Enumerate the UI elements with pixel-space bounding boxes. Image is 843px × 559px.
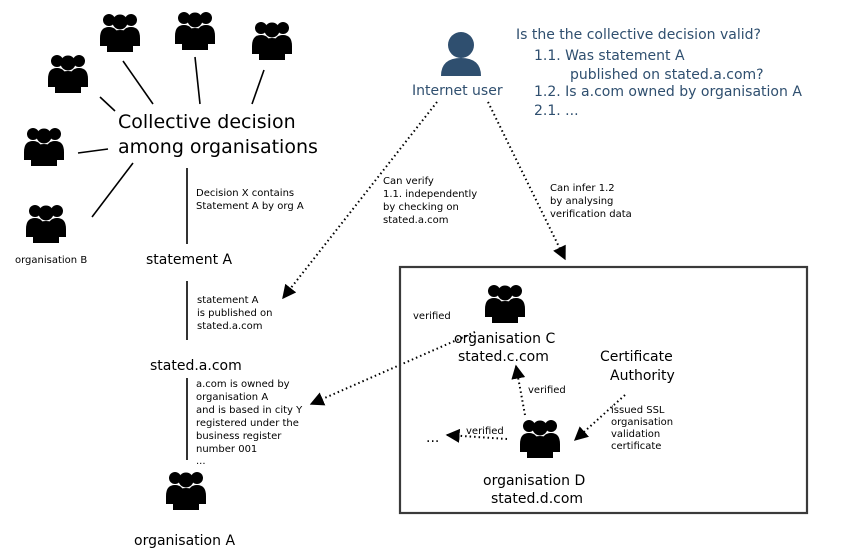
ca-note-line: validation	[611, 429, 660, 440]
question-line: 1.1. Was statement A	[534, 48, 685, 64]
infer-note-line: verification data	[550, 209, 632, 220]
organisation-b-icon	[26, 205, 66, 243]
collective-decision-title-line2: among organisations	[118, 136, 318, 158]
ca-note-line: organisation	[611, 417, 673, 428]
infer-note-line: by analysing	[550, 196, 613, 207]
connector-line	[251, 69, 265, 105]
verify-note-line: 1.1. independently	[383, 189, 477, 200]
published-note-line: is published on	[197, 308, 272, 319]
ownership-verify-arrow	[309, 331, 476, 406]
question-line: 1.2. Is a.com owned by organisation A	[534, 84, 802, 100]
connector-line	[77, 148, 109, 154]
ownership-note-line: number 001	[196, 444, 257, 455]
ca-note-line: certificate	[611, 441, 661, 452]
organisation-d-domain: stated.d.com	[491, 491, 583, 507]
internet-user-label: Internet user	[412, 83, 503, 99]
ownership-note-line: a.com is owned by	[196, 379, 290, 390]
verify-note-line: Can verify	[383, 176, 434, 187]
collective-decision-title-line1: Collective decision	[118, 111, 296, 133]
ownership-note-line: and is based in city Y	[196, 405, 303, 416]
verify-note-line: stated.a.com	[383, 215, 449, 226]
ellipsis-label: ...	[426, 430, 439, 446]
verification-box	[398, 265, 809, 515]
person-icon	[441, 32, 481, 76]
verified-label: verified	[413, 311, 451, 322]
connector-line	[91, 162, 134, 218]
infer-arrow	[487, 101, 566, 261]
ownership-note-line: organisation A	[196, 392, 268, 403]
ownership-note-line: ...	[196, 456, 206, 467]
question-line: Is the the collective decision valid?	[516, 27, 761, 43]
ca-label-line1: Certificate	[600, 349, 673, 365]
decision-note-line: Decision X contains	[196, 188, 294, 199]
organisation-a-label: organisation A	[134, 533, 235, 549]
organisation-c-domain: stated.c.com	[458, 349, 549, 365]
organisation-d-icon	[520, 420, 560, 458]
verified-label: verified	[528, 385, 566, 396]
ownership-note-line: business register	[196, 431, 282, 442]
ca-label-line2: Authority	[610, 368, 675, 384]
question-line: published on stated.a.com?	[570, 67, 764, 83]
organisation-b-label: organisation B	[15, 255, 87, 266]
ownership-note-line: registered under the	[196, 418, 299, 429]
d-to-others-arrow	[445, 428, 508, 443]
published-note-line: statement A	[197, 295, 259, 306]
statement-a-label: statement A	[146, 252, 233, 268]
connector-line	[99, 96, 116, 112]
d-to-c-arrow	[511, 364, 526, 416]
verify-arrow	[282, 101, 438, 300]
organisation-d-name: organisation D	[483, 473, 585, 489]
question-line: 2.1. ...	[534, 103, 579, 119]
connector-line	[194, 56, 201, 105]
organisation-group-icon	[175, 12, 215, 50]
ca-note-line: issued SSL	[611, 405, 665, 416]
organisation-group-icon	[24, 128, 64, 166]
organisation-c-icon	[485, 285, 525, 323]
decision-note-line: Statement A by org A	[196, 201, 304, 212]
stated-a-label: stated.a.com	[150, 358, 242, 374]
verify-note-line: by checking on	[383, 202, 459, 213]
published-note-line: stated.a.com	[197, 321, 263, 332]
organisation-group-icon	[48, 55, 88, 93]
organisation-group-icon	[252, 22, 292, 60]
organisation-group-icon	[100, 14, 140, 52]
organisation-a-icon	[166, 472, 206, 510]
organisation-c-name: organisation C	[454, 331, 555, 347]
infer-note-line: Can infer 1.2	[550, 183, 615, 194]
verified-label: verified	[466, 426, 504, 437]
connector-line	[122, 60, 154, 105]
